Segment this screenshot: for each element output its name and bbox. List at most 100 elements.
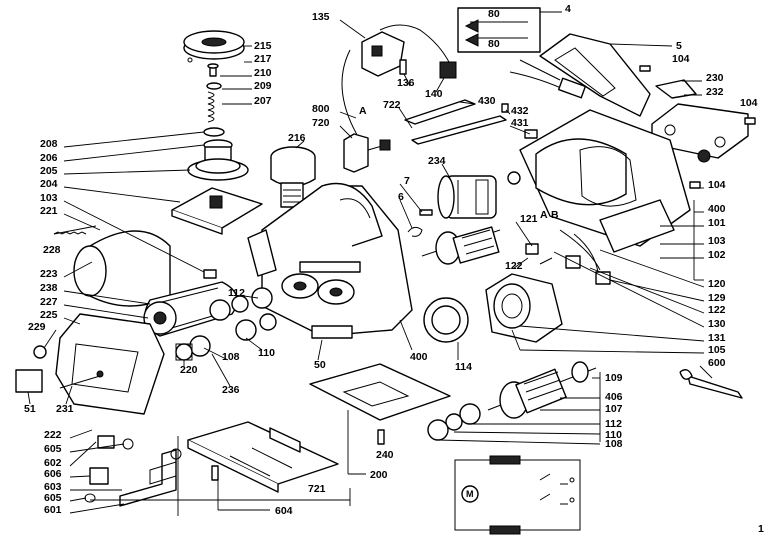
handle-cover [539,33,673,117]
cable-clamp-140 [439,61,457,79]
blade-clamp [343,133,391,173]
callout-c236: 236 [222,384,240,396]
callout-c221: 221 [40,205,58,217]
callout-c110b: 110 [605,429,622,441]
callout-c6: 6 [398,191,404,203]
screw-231 [59,375,101,389]
bearing-110a [235,319,257,341]
callout-c136: 136 [397,77,415,89]
callout-c135: 135 [312,11,330,23]
bearing-108a [189,335,211,357]
callout-c7: 7 [404,175,410,187]
callout-c604: 604 [275,505,293,517]
callout-c222: 222 [44,429,62,441]
parallel-fence [84,435,182,507]
callout-c114: 114 [455,361,472,373]
callout-c4: 4 [565,3,571,15]
callout-c122b: 122 [708,304,726,316]
callout-c129: 129 [708,292,726,304]
callout-c80a: 80 [488,8,500,20]
callout-c600: 600 [708,357,726,369]
callout-c205: 205 [40,165,58,177]
screw-104b [744,117,756,125]
wiring-schematic: M [454,455,581,535]
callout-c108a: 108 [222,351,240,363]
screw-7 [419,209,433,216]
callout-c240: 240 [376,449,394,461]
screw-103 [203,269,217,279]
depth-adjust-nut [187,139,249,181]
callout-c50: 50 [314,359,326,371]
callout-c231: 231 [56,403,74,415]
callout-c207: 207 [254,95,272,107]
callout-c228: 228 [43,244,61,256]
callout-c5: 5 [676,40,682,52]
callout-c227: 227 [40,296,58,308]
callout-c400b: 400 [410,351,428,363]
callout-c400a: 400 [708,203,726,215]
callout-c103a: 103 [40,192,58,204]
washer-2 [259,313,277,331]
ball-217 [187,57,193,63]
callout-c209: 209 [254,80,272,92]
bearing [251,287,273,309]
screw-104a [639,65,651,72]
field-frame [485,273,563,343]
washer [231,295,249,313]
bearing-114a [507,171,521,185]
brush-length-gauge [457,7,562,53]
callout-cB: B [551,209,559,221]
power-cable [509,59,587,99]
callout-c220: 220 [180,364,198,376]
callout-c223: 223 [40,268,58,280]
rod-228 [53,225,97,235]
callout-labels: 4808013521521721020920751042302321041361… [24,3,764,535]
drive-pulley [143,301,177,335]
callout-c206: 206 [40,152,58,164]
callout-c112a: 112 [228,287,245,299]
bearing-112a [209,299,231,321]
callout-c120: 120 [708,278,726,290]
callout-c104c: 104 [708,179,726,191]
armature-rotor [487,361,597,419]
motor-cover [73,230,171,307]
washer-208 [203,127,225,137]
callout-c200: 200 [370,469,388,481]
callout-c107: 107 [605,403,623,415]
callout-c722: 722 [383,99,401,111]
small-pulley-220 [175,343,193,361]
screw-604 [211,465,219,481]
main-housing [247,182,413,337]
leader-lines [27,61,713,516]
callout-c109: 109 [605,372,623,384]
screw-229 [33,345,47,359]
callout-c131: 131 [708,332,726,344]
callout-c606: 606 [44,468,62,480]
base-plate [309,363,451,421]
callout-c102: 102 [708,249,726,261]
callout-c121: 121 [520,213,538,225]
callout-c110a: 110 [258,347,275,359]
callout-c217: 217 [254,53,272,65]
clip-6 [407,226,423,237]
callout-c108b: 108 [605,438,623,450]
callout-cA2: A [540,209,548,221]
callout-c105: 105 [708,344,726,356]
label-51 [15,369,43,393]
callout-c104b: 104 [740,97,758,109]
callout-c104a: 104 [672,53,690,65]
spanner-wrench [679,369,743,399]
bearing-108b [427,419,449,441]
callout-c140: 140 [425,88,443,100]
svg-text:M: M [466,489,474,499]
callout-c112b: 112 [605,418,622,430]
screw-136 [399,59,407,75]
carbon-brushes [525,229,611,285]
callout-cA1: A [359,105,367,117]
callout-c51: 51 [24,403,36,415]
callout-c603: 603 [44,481,62,493]
screw-210 [207,63,219,77]
callout-c238: 238 [40,282,58,294]
callout-c601: 601 [44,504,62,516]
